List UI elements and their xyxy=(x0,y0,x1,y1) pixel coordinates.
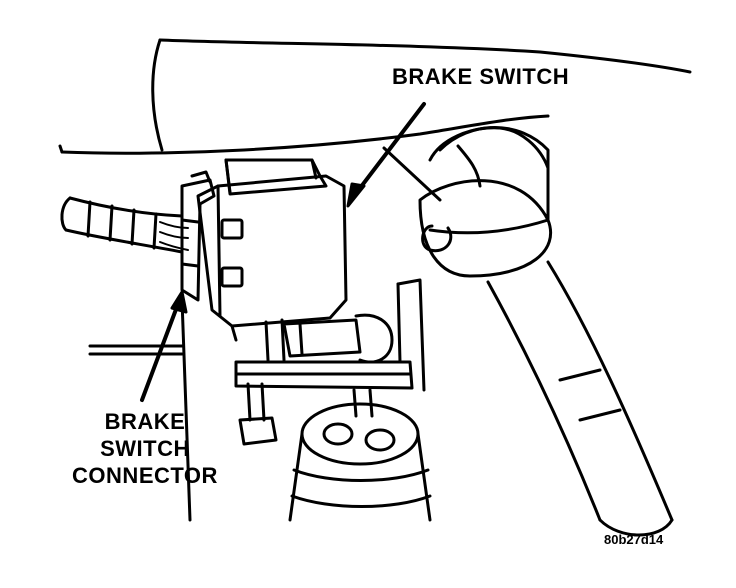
mounting-stud xyxy=(238,382,278,446)
pushrod-boot xyxy=(288,388,432,522)
mounting-bracket xyxy=(234,278,426,392)
dash-panel xyxy=(58,38,692,155)
connector-label-line-1: BRAKE xyxy=(104,409,186,434)
brake-switch-label: BRAKE SWITCH xyxy=(392,64,570,89)
connector-label-line-2: SWITCH xyxy=(100,436,190,461)
brake-switch-arrow xyxy=(346,102,426,208)
connector-arrow xyxy=(140,290,188,402)
steering-column xyxy=(382,126,553,278)
brake-switch-connector-label: BRAKE SWITCH CONNECTOR xyxy=(60,408,230,489)
figure-code: 80b27d14 xyxy=(604,532,664,547)
brake-pedal-arm xyxy=(486,260,674,537)
floor-post xyxy=(88,298,192,522)
switch-plunger xyxy=(282,313,394,364)
connector-label-line-3: CONNECTOR xyxy=(72,463,218,488)
hand-silhouette xyxy=(428,126,550,188)
brake-switch-body xyxy=(196,158,348,362)
wire-harness xyxy=(60,196,189,254)
